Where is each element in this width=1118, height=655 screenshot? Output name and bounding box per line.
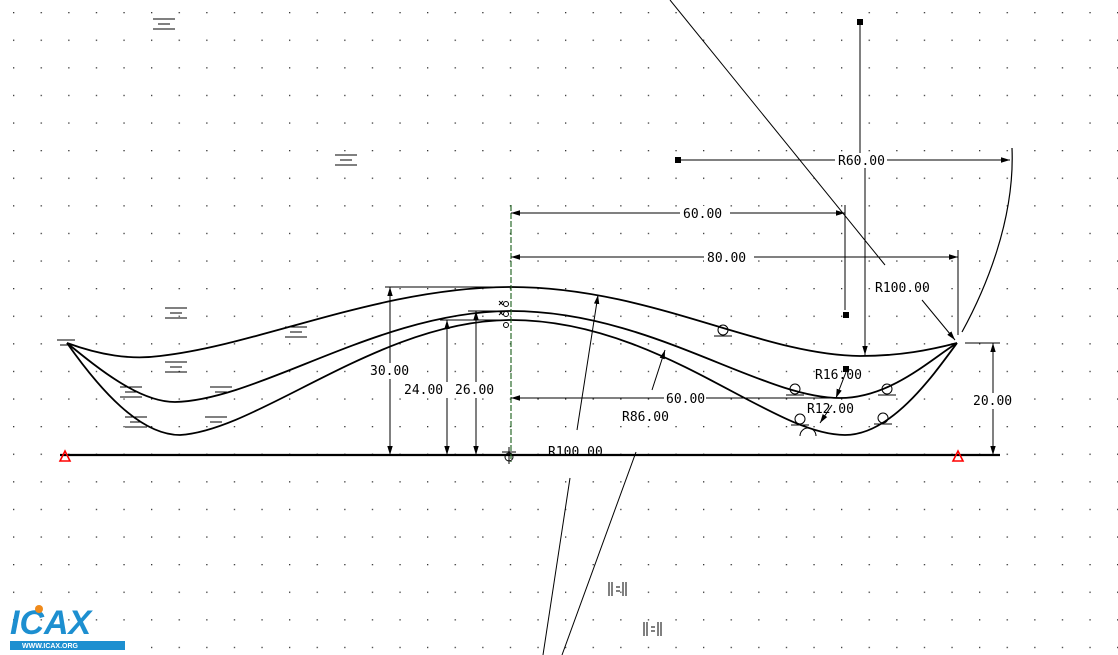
dim-r12[interactable]: R12.00 bbox=[807, 402, 854, 417]
dim-r16[interactable]: R16.00 bbox=[815, 368, 862, 383]
dim-half-span[interactable]: 80.00 bbox=[707, 251, 746, 266]
tangent-constraint-icons bbox=[498, 300, 896, 464]
dim-height-26[interactable]: 26.00 bbox=[455, 383, 494, 398]
r60-arc[interactable] bbox=[961, 147, 1013, 333]
svg-text:WWW.ICAX.ORG: WWW.ICAX.ORG bbox=[22, 643, 79, 650]
dim-height-24[interactable]: 24.00 bbox=[404, 383, 443, 398]
dim-r86[interactable]: R86.00 bbox=[622, 410, 669, 425]
dim-top-width[interactable]: 60.00 bbox=[683, 207, 722, 222]
dim-lower-width[interactable]: 60.00 bbox=[666, 392, 705, 407]
construction-lines bbox=[542, 0, 956, 655]
icax-logo: ICAX WWW.ICAX.ORG bbox=[10, 604, 125, 650]
dim-end-height[interactable]: 20.00 bbox=[973, 394, 1012, 409]
parallel-constraint-icons bbox=[608, 582, 662, 636]
svg-text:ICAX: ICAX bbox=[10, 604, 94, 642]
fixed-constraint-icons[interactable] bbox=[58, 449, 965, 462]
dim-r60[interactable]: R60.00 bbox=[838, 154, 885, 169]
horizontal-constraint-icons bbox=[57, 18, 357, 428]
dim-r100-bottom[interactable]: R100.00 bbox=[548, 445, 603, 460]
dim-height-30[interactable]: 30.00 bbox=[370, 364, 409, 379]
dim-r100-top[interactable]: R100.00 bbox=[875, 281, 930, 296]
